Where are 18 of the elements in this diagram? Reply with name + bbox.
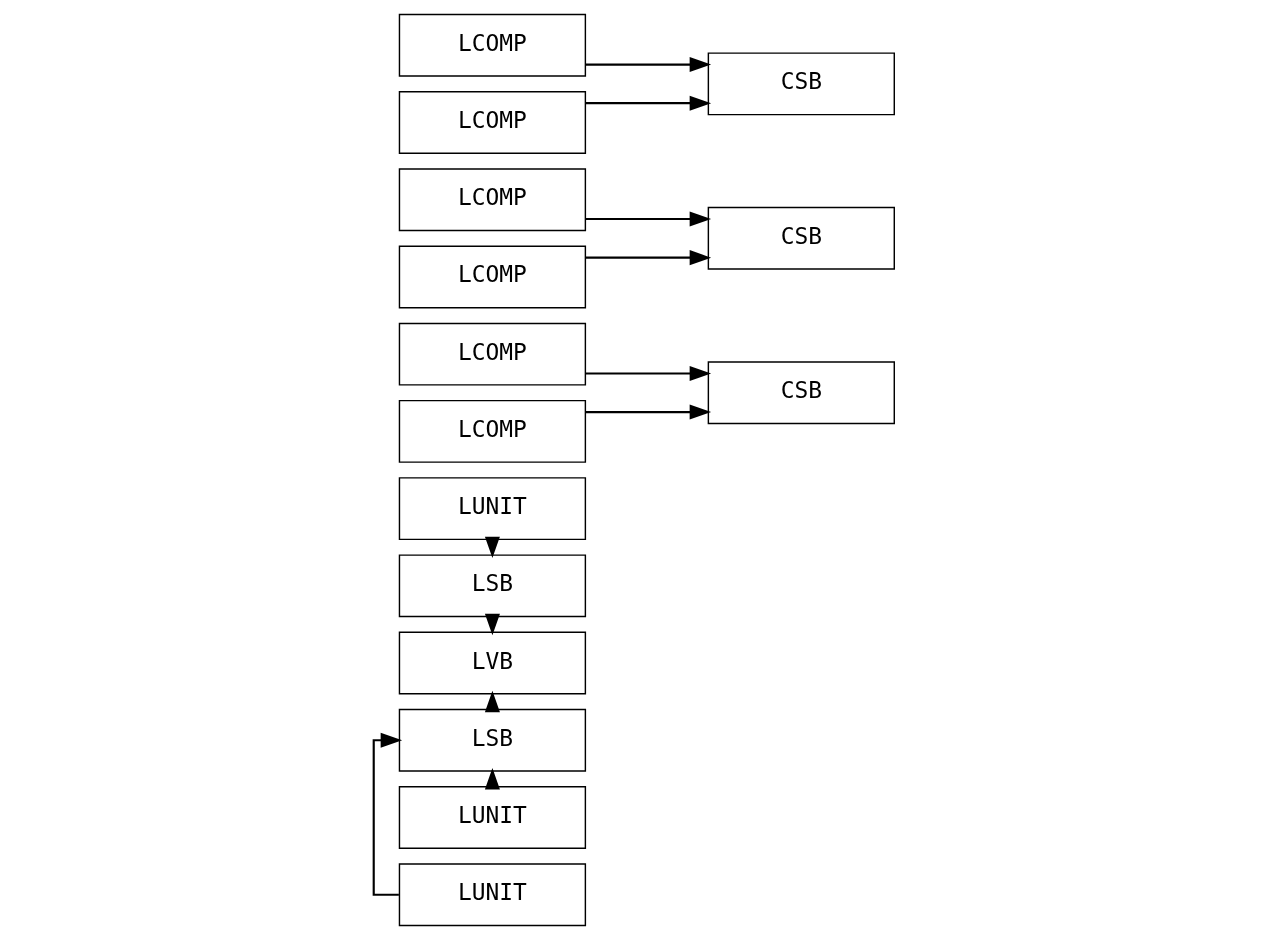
node-box: CSB xyxy=(707,52,895,116)
node-box: LCOMP xyxy=(398,322,586,386)
arrow xyxy=(585,57,711,73)
node-box: LVB xyxy=(398,631,586,695)
arrow xyxy=(585,250,711,266)
node-box: LCOMP xyxy=(398,245,586,309)
arrow xyxy=(372,732,402,896)
node-box: LCOMP xyxy=(398,399,586,463)
node-box: CSB xyxy=(707,206,895,270)
arrow xyxy=(585,404,711,420)
arrow xyxy=(585,95,711,111)
node-box: LUNIT xyxy=(398,863,586,927)
node-box: LCOMP xyxy=(398,13,586,77)
node-box: LCOMP xyxy=(398,91,586,154)
node-box: CSB xyxy=(707,361,895,425)
node-box: LCOMP xyxy=(398,168,586,232)
arrow xyxy=(585,365,711,381)
arrow xyxy=(585,211,711,227)
